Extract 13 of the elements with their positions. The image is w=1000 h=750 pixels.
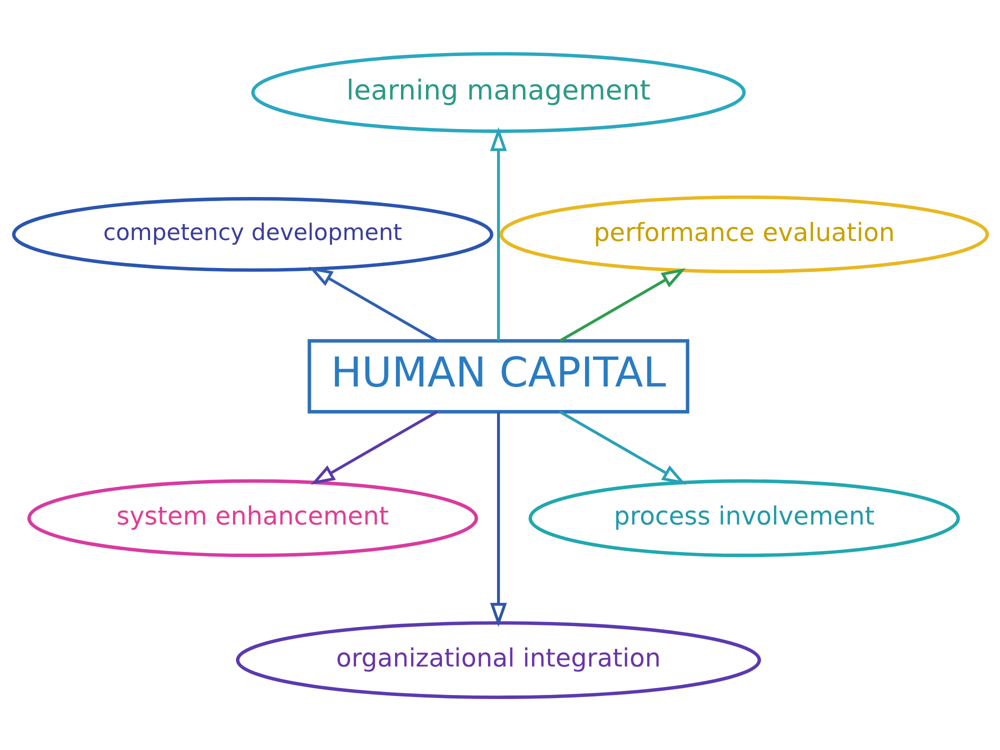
node-ellipse: system enhancement — [26, 478, 478, 557]
node-ellipse: competency development — [12, 196, 493, 272]
node-ellipse: organizational integration — [235, 620, 761, 698]
arrow — [490, 411, 506, 626]
node-box: HUMAN CAPITAL — [307, 338, 689, 413]
node-ellipse: performance evaluation — [499, 195, 988, 273]
arrow — [308, 266, 438, 342]
node-ellipse: process involvement — [528, 478, 960, 557]
arrow — [310, 410, 438, 484]
arrow — [490, 126, 506, 340]
arrow — [558, 410, 686, 484]
arrow — [558, 268, 686, 342]
node-ellipse: learning management — [250, 52, 746, 132]
